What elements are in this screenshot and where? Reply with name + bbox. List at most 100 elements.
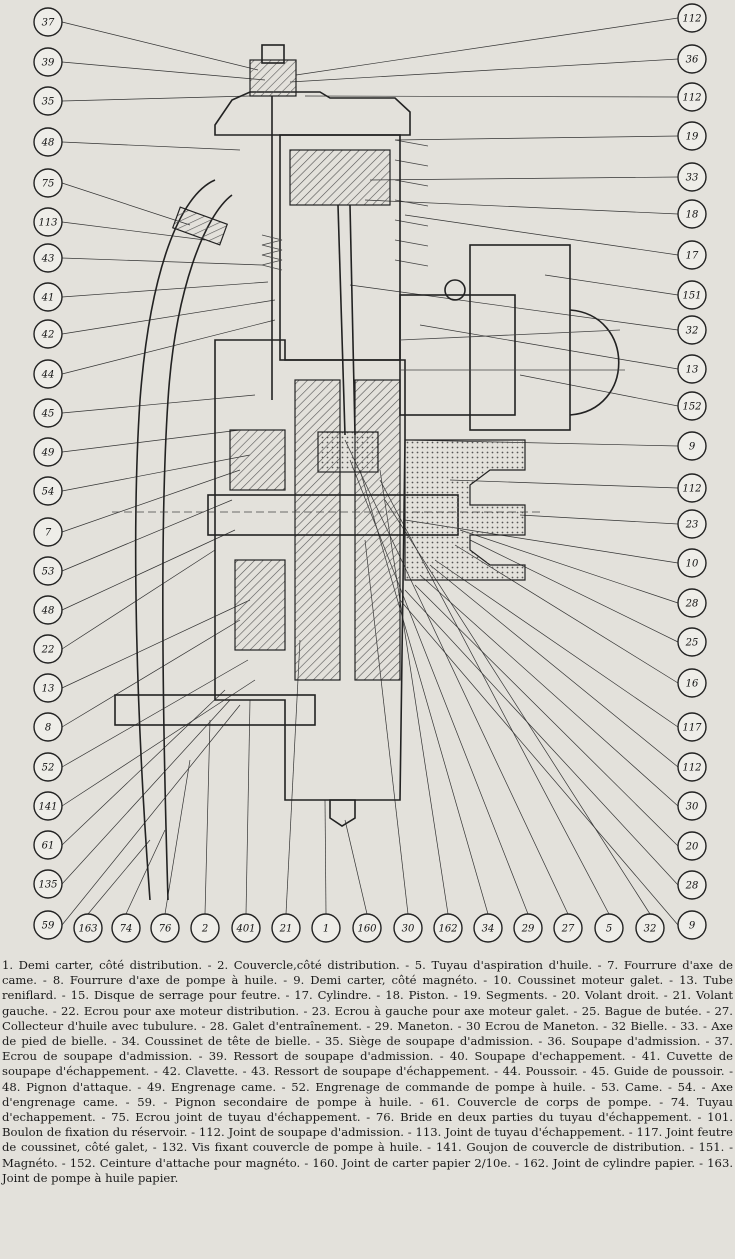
callout-circle [677,199,707,229]
callout-number: 16 [686,679,699,690]
callout-circle [33,7,63,37]
connecting-rod-edge [349,204,356,436]
oil-pump [234,559,286,651]
callout-number: 13 [686,365,699,376]
callout-number: 25 [685,638,699,649]
callout-bottom: 5 [594,913,624,943]
callout-right: 16 [677,668,707,698]
valve-spring [261,234,283,271]
engine-cross-section-drawing: 3739354875113434142444549547534822138521… [33,3,707,943]
callout-circle [231,913,261,943]
leader-line [61,281,269,298]
callout-number: 54 [42,487,55,498]
drive-pulley [404,439,526,581]
callout-circle [677,3,707,33]
callout-circle [433,913,463,943]
leader-line [399,599,679,926]
callout-circle [677,627,707,657]
callout-right: 28 [677,870,707,900]
leader-line [404,589,679,886]
callout-bottom: 2 [190,913,220,943]
callout-number: 10 [686,559,699,570]
callout-left: 35 [33,86,63,116]
callout-number: 48 [41,138,55,149]
callout-circle [33,869,63,899]
callout-number: 8 [45,723,51,734]
callout-bottom: 74 [111,913,141,943]
callout-number: 112 [682,484,701,495]
leader-line [61,394,256,414]
callout-right: 20 [677,831,707,861]
flywheel-left [294,379,341,681]
exhaust-pipe [134,179,216,901]
callout-right: 9 [677,910,707,940]
callout-right: 10 [677,548,707,578]
callout-right: 112 [677,3,707,33]
callout-bottom: 27 [553,913,583,943]
pump-shaft [114,694,316,726]
callout-left: 61 [33,830,63,860]
leader-line [61,699,231,885]
leader-line [344,819,368,915]
leader-line [61,21,259,71]
leader-line [61,182,191,226]
leader-line [414,584,679,847]
callout-right: 112 [677,752,707,782]
callout-number: 43 [41,254,55,265]
callout-circle [33,556,63,586]
callout-number: 30 [402,924,415,935]
callout-circle [393,913,423,943]
callout-number: 1 [323,924,329,935]
callout-right: 18 [677,199,707,229]
callout-circle [677,44,707,74]
callout-circle [73,913,103,943]
leader-line [61,659,249,768]
leader-line [61,319,276,375]
callout-right: 9 [677,431,707,461]
callout-number: 45 [41,409,55,420]
leader-line [87,839,151,915]
callout-right: 17 [677,240,707,270]
callout-number: 39 [42,58,55,69]
exhaust-nut [171,206,229,246]
leader-line [419,324,679,370]
leader-line [61,61,266,81]
callout-bottom: 29 [513,913,543,943]
callout-circle [677,121,707,151]
callout-circle [677,82,707,112]
callout-number: 21 [279,924,293,935]
leader-line [61,704,241,926]
callout-labels: 3739354875113434142444549547534822138521… [33,3,707,943]
leader-line [61,429,241,453]
callout-circle [33,673,63,703]
callout-left: 49 [33,437,63,467]
callout-number: 48 [41,606,55,617]
callout-circle [677,831,707,861]
callout-circle [513,913,543,943]
callout-left: 7 [33,517,63,547]
callout-circle [190,913,220,943]
callout-right: 28 [677,588,707,618]
callout-left: 48 [33,127,63,157]
leader-line [204,719,211,915]
callout-left: 37 [33,7,63,37]
callout-number: 160 [357,924,377,935]
callout-number: 112 [682,763,701,774]
callout-circle [677,910,707,940]
callout-number: 28 [685,881,699,892]
callout-circle [33,86,63,116]
callout-circle [677,668,707,698]
callout-number: 162 [438,924,457,935]
callout-number: 32 [686,326,699,337]
callout-right: 112 [677,473,707,503]
leader-line [349,284,679,331]
connecting-rod [337,204,346,436]
callout-circle [677,162,707,192]
callout-left: 22 [33,634,63,664]
valve-cap [261,44,285,64]
leader-line [364,199,679,215]
exhaust-pipe-inner [161,194,233,901]
callout-number: 75 [42,179,55,190]
callout-circle [553,913,583,943]
callout-number: 117 [682,723,702,734]
